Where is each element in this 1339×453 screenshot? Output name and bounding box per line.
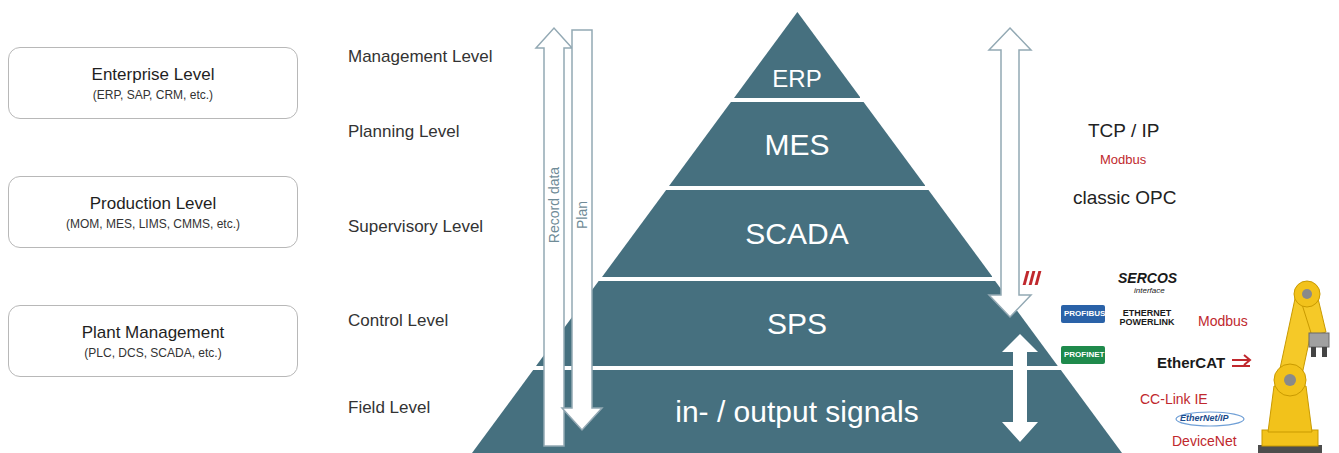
band-label: MES <box>764 128 829 161</box>
box-body: (PLC, DCS, SCADA, etc.) <box>84 346 221 362</box>
band-label: in- / output signals <box>675 395 918 428</box>
flow-label: Record data <box>546 167 562 243</box>
pyramid-band: MES <box>669 102 925 186</box>
pyramid-band: SPS <box>536 281 1058 366</box>
band-fill <box>536 281 1058 366</box>
robot-arm <box>1258 281 1329 453</box>
band-fill <box>734 12 861 98</box>
protocol-label: DeviceNet <box>1172 433 1237 449</box>
box-body: (MOM, MES, LIMS, CMMS, etc.) <box>66 217 240 233</box>
protocol-label: classic OPC <box>1073 187 1176 209</box>
level-box: Production Level(MOM, MES, LIMS, CMMS, e… <box>8 176 298 248</box>
protocol-label: Modbus <box>1100 153 1146 168</box>
profinet-logo <box>1061 346 1105 364</box>
logo-text: interface <box>1134 286 1165 295</box>
ethernetip-swoosh <box>1176 412 1244 426</box>
double-arrow <box>1002 334 1038 442</box>
band-fill <box>602 190 993 277</box>
profibus-logo <box>1061 305 1105 323</box>
sercos-logo <box>1023 271 1042 285</box>
ethercat-mark <box>1232 355 1250 366</box>
logo-text: PROFIBUS <box>1064 309 1105 318</box>
box-heading: Production Level <box>90 191 217 217</box>
box-heading: Plant Management <box>82 320 225 346</box>
level-box: Enterprise Level(ERP, SAP, CRM, etc.) <box>8 47 298 119</box>
level-label: Planning Level <box>348 122 460 142</box>
band-label: ERP <box>772 66 821 92</box>
band-label: SCADA <box>745 217 848 250</box>
level-label: Field Level <box>348 398 430 418</box>
double-arrow <box>989 28 1031 317</box>
logo-text: SERCOS <box>1118 270 1177 286</box>
band-fill <box>669 102 925 186</box>
level-label: Management Level <box>348 47 493 67</box>
protocol-label: Modbus <box>1198 313 1248 329</box>
protocol-label: CC-Link IE <box>1140 391 1208 407</box>
band-label: SPS <box>767 307 827 340</box>
logo-text: PROFINET <box>1064 350 1104 359</box>
box-body: (ERP, SAP, CRM, etc.) <box>93 88 213 104</box>
logo-text: EtherNet/IP <box>1180 413 1229 423</box>
box-heading: Enterprise Level <box>92 62 215 88</box>
pyramid-band: SCADA <box>602 190 993 277</box>
pyramid-band: ERP <box>734 12 861 98</box>
logo-text: ETHERNET POWERLINK <box>1116 309 1178 328</box>
flow-arrow <box>536 28 572 446</box>
flow-arrow <box>562 30 602 430</box>
level-box: Plant Management(PLC, DCS, SCADA, etc.) <box>8 305 298 377</box>
logo-text: EtherCAT <box>1157 354 1225 371</box>
level-label: Control Level <box>348 311 448 331</box>
flow-label: Plan <box>574 201 590 229</box>
protocol-label: TCP / IP <box>1088 120 1159 142</box>
level-label: Supervisory Level <box>348 217 483 237</box>
